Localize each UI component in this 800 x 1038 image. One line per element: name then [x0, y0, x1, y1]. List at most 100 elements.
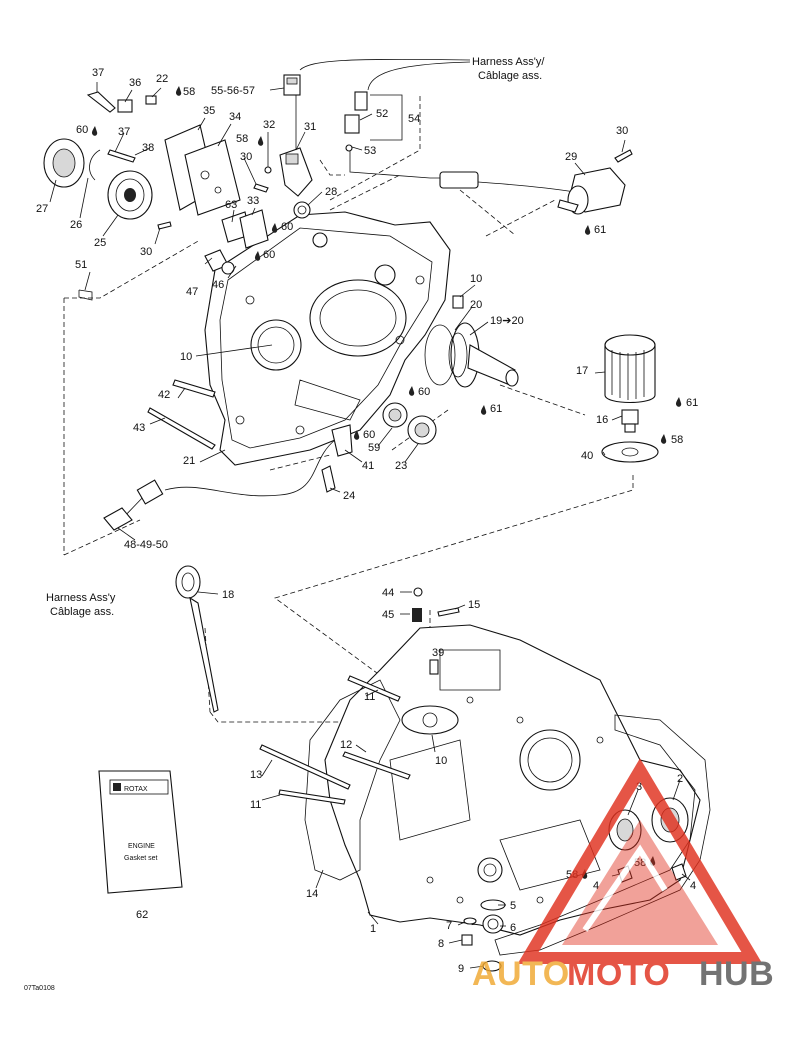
label-28: 28: [325, 186, 337, 198]
label-13: 13: [250, 769, 262, 781]
gasket-2: [494, 714, 711, 956]
label-53: 53: [364, 145, 376, 157]
label-37: 37: [118, 126, 130, 138]
label-20: 20: [470, 299, 482, 311]
gasket-set-booklet: ROTAX ENGINE Gasket set 62: [98, 770, 183, 921]
label-43: 43: [133, 422, 145, 434]
drop-icon: [271, 223, 278, 233]
label-60: 60: [418, 386, 430, 398]
label-61: 61: [490, 403, 502, 415]
label-7: 7: [446, 920, 452, 932]
harness-left-line1: Harness Ass'y: [46, 592, 116, 604]
label-11: 11: [364, 691, 375, 703]
label-52: 52: [376, 108, 388, 120]
label-12: 12: [340, 739, 352, 751]
drop-icon: [91, 126, 98, 136]
bottom-parts: [461, 863, 687, 972]
label-41: 41: [362, 460, 374, 472]
booklet-brand: ROTAX: [124, 786, 148, 793]
label-30: 30: [140, 246, 152, 258]
label-58: 58: [183, 86, 195, 98]
drop-icon: [175, 86, 182, 96]
label-37: 37: [92, 67, 104, 79]
label-23: 23: [395, 460, 407, 472]
drop-icon: [584, 225, 591, 235]
drop-icon: [675, 397, 682, 407]
label-30: 30: [240, 151, 252, 163]
label-61: 61: [686, 397, 698, 409]
figure-code: 07Ta0108: [24, 985, 55, 992]
label-36: 36: [129, 77, 141, 89]
label-45: 45: [382, 609, 394, 621]
drop-icon: [660, 434, 667, 444]
label-34: 34: [229, 111, 241, 123]
label-54: 54: [408, 113, 420, 125]
label-48-49-50: 48-49-50: [124, 539, 168, 551]
label-42: 42: [158, 389, 170, 401]
harness-annotations: Harness Ass'y/ Câblage ass. Harness Ass'…: [46, 56, 545, 618]
label-4: 4: [593, 880, 599, 892]
label-60: 60: [263, 249, 275, 261]
watermark-part3: HUB: [699, 955, 774, 993]
label-27: 27: [36, 203, 48, 215]
booklet-title-2: Gasket set: [124, 855, 158, 862]
part-labels: 37 36 22 58 35 34 60 37 38 27 26 25 30 6…: [36, 67, 698, 975]
label-24: 24: [343, 490, 355, 502]
label-1: 1: [370, 923, 376, 935]
label-32: 32: [263, 119, 275, 131]
label-58: 58: [671, 434, 683, 446]
label-44: 44: [382, 587, 394, 599]
crankcase-1: [304, 624, 701, 936]
label-58: 58: [236, 133, 248, 145]
label-39: 39: [432, 647, 444, 659]
label-47: 47: [186, 286, 198, 298]
label-4: 4: [690, 880, 696, 892]
label-35: 35: [203, 105, 215, 117]
label-60: 60: [76, 124, 88, 136]
label-40: 40: [581, 450, 593, 462]
label-46: 46: [212, 279, 224, 291]
leader-lines: [49, 82, 691, 969]
label-15: 15: [468, 599, 480, 611]
label-25: 25: [94, 237, 106, 249]
watermark-part1: AUTO: [472, 955, 570, 993]
sensor-parts: [279, 74, 633, 219]
drop-icon: [480, 405, 487, 415]
label-61: 61: [594, 224, 606, 236]
watermark-part2: MOTO: [567, 955, 670, 993]
label-33: 33: [247, 195, 259, 207]
label-38: 38: [142, 142, 154, 154]
label-31: 31: [304, 121, 316, 133]
label-59: 59: [368, 442, 380, 454]
label-10: 10: [435, 755, 447, 767]
top-left-parts: [43, 91, 272, 275]
drop-icon: [408, 386, 415, 396]
harness-top-line2: Câblage ass.: [478, 70, 542, 82]
label-18: 18: [222, 589, 234, 601]
label-60: 60: [281, 221, 293, 233]
label-2: 2: [677, 773, 683, 785]
label-30: 30: [616, 125, 628, 137]
harness-left-line2: Câblage ass.: [50, 606, 114, 618]
right-parts: [321, 295, 659, 493]
label-22: 22: [156, 73, 168, 85]
drop-icon: [257, 136, 264, 146]
harness-top-line1: Harness Ass'y/: [472, 56, 545, 68]
label-55-56-57: 55-56-57: [211, 85, 255, 97]
label-10: 10: [470, 273, 482, 285]
booklet-title-1: ENGINE: [128, 843, 155, 850]
label-9: 9: [458, 963, 464, 975]
label-8: 8: [438, 938, 444, 950]
label-6: 6: [510, 922, 516, 934]
label-16: 16: [596, 414, 608, 426]
drop-icon: [353, 430, 360, 440]
label-21: 21: [183, 455, 195, 467]
label-10: 10: [180, 351, 192, 363]
automotohub-watermark: AUTO MOTO HUB: [472, 758, 774, 993]
label-11: 11: [250, 799, 261, 811]
crankcase-cover-21: [204, 211, 451, 466]
label-51: 51: [75, 259, 87, 271]
watermark-triangle-icon: [517, 758, 763, 964]
label-19-20: 19➔20: [490, 315, 524, 327]
